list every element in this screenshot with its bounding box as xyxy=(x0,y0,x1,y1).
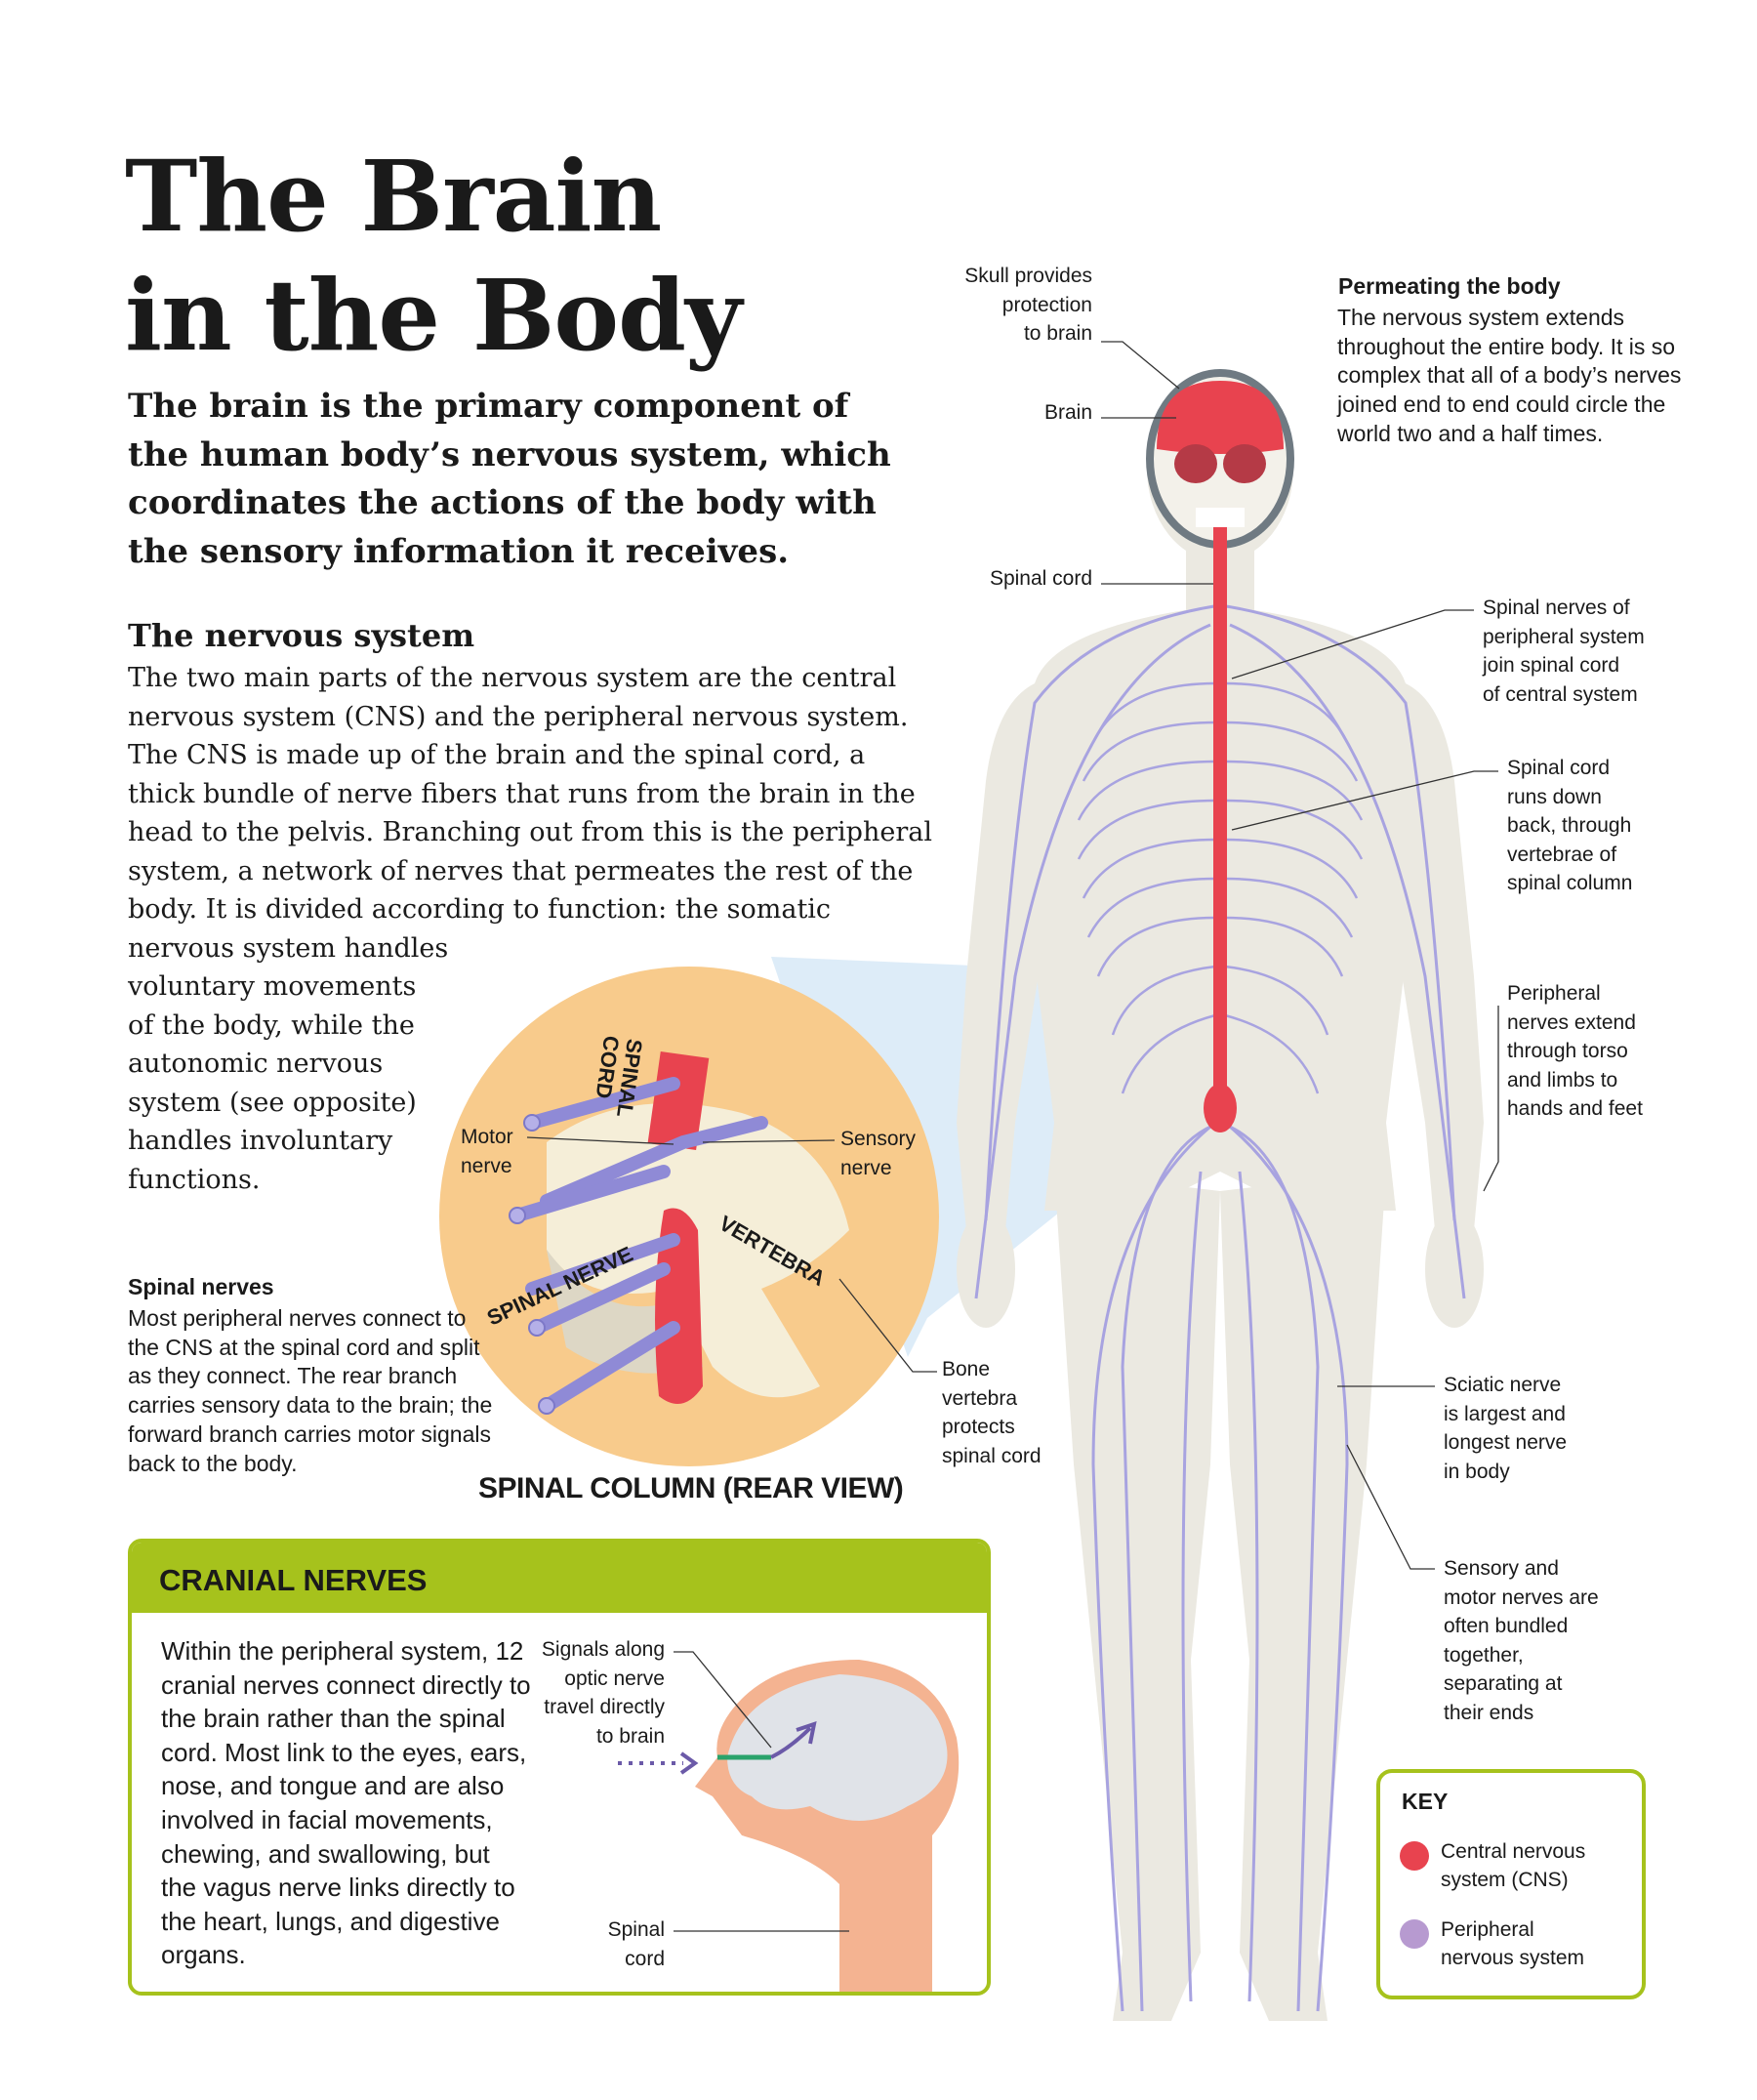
nervous-system-line: voluntary movements xyxy=(128,971,417,1002)
key-heading: KEY xyxy=(1402,1789,1449,1814)
cns-key-label: Central nervous system (CNS) xyxy=(1441,1840,1586,1891)
spinal-column-illustration xyxy=(439,967,939,1466)
nervous-system-line: system (see opposite) xyxy=(128,1087,417,1118)
nervous-system-line: nervous system (CNS) and the peripheral … xyxy=(128,701,909,732)
spinal-nerves-join-label: Spinal nerves of peripheral system join … xyxy=(1483,597,1645,706)
nervous-system-line: of the body, while the xyxy=(128,1009,415,1041)
cns-color-swatch xyxy=(1400,1841,1429,1871)
leader-lines xyxy=(526,341,1499,1932)
nervous-system-line: The CNS is made up of the brain and the … xyxy=(128,740,866,770)
human-body-figure xyxy=(957,369,1484,2021)
cranial-nerves-body: Within the peripheral system, 12 cranial… xyxy=(161,1636,531,1970)
nervous-system-line: system, a network of nerves that permeat… xyxy=(128,855,914,886)
permeating-body: The nervous system extends throughout th… xyxy=(1337,305,1682,446)
brain-label: Brain xyxy=(1043,401,1092,424)
spinal-cord-tag: SPINAL CORD xyxy=(591,1034,647,1120)
bundled-nerves-label: Sensory and motor nerves are often bundl… xyxy=(1444,1557,1599,1724)
nervous-system-line: functions. xyxy=(128,1164,261,1195)
page-title: The Brain in the Body xyxy=(125,137,742,375)
legend-key: KEY Central nervous system (CNS) Periphe… xyxy=(1376,1769,1646,1999)
motor-nerve-label: Motor nerve xyxy=(461,1126,513,1177)
cranial-nerves-heading: CRANIAL NERVES xyxy=(132,1543,987,1613)
nervous-system-line: The two main parts of the nervous system… xyxy=(128,663,897,693)
spinal-cord-runs-label: Spinal cord runs down back, through vert… xyxy=(1507,757,1633,894)
sensory-nerve-label: Sensory nerve xyxy=(840,1128,917,1179)
spinal-nerves-heading: Spinal nerves xyxy=(128,1274,274,1299)
peripheral-nerves-label: Peripheral nerves extend through torso a… xyxy=(1507,982,1643,1120)
title-line-1: The Brain xyxy=(125,139,662,254)
nervous-system-line: body. It is divided according to functio… xyxy=(128,894,832,925)
bone-vertebra-label: Bone vertebra protects spinal cord xyxy=(942,1358,1042,1467)
sciatic-nerve-label: Sciatic nerve is largest and longest ner… xyxy=(1444,1374,1568,1483)
lede-paragraph: The brain is the primary component of th… xyxy=(128,387,891,571)
spinal-cord-label: Spinal cord xyxy=(989,567,1092,590)
optic-signals-label: Signals along optic nerve travel directl… xyxy=(541,1638,665,1748)
nervous-system-line: thick bundle of nerve fibers that runs f… xyxy=(128,778,916,809)
spinal-column-caption: SPINAL COLUMN (REAR VIEW) xyxy=(478,1472,904,1504)
nervous-system-line: autonomic nervous xyxy=(128,1049,384,1079)
nervous-system-line: head to the pelvis. Branching out from t… xyxy=(128,817,932,847)
title-line-2: in the Body xyxy=(125,258,742,373)
spinal-nerves-body: Most peripheral nerves connect to the CN… xyxy=(128,1305,493,1476)
pns-key-label: Peripheral nervous system xyxy=(1441,1918,1585,1969)
pns-color-swatch xyxy=(1400,1919,1429,1949)
nervous-system-line: handles involuntary xyxy=(128,1126,393,1156)
nervous-system-line: nervous system handles xyxy=(128,932,449,964)
permeating-heading: Permeating the body xyxy=(1338,273,1561,299)
skull-label: Skull provides protection to brain xyxy=(964,265,1092,345)
nervous-system-heading: The nervous system xyxy=(128,617,475,654)
cranial-head-illustration xyxy=(618,1660,960,1996)
cranial-spinal-cord-label: Spinal cord xyxy=(607,1918,665,1970)
cranial-nerves-box: CRANIAL NERVES Within the peripheral sys… xyxy=(128,1539,991,1996)
